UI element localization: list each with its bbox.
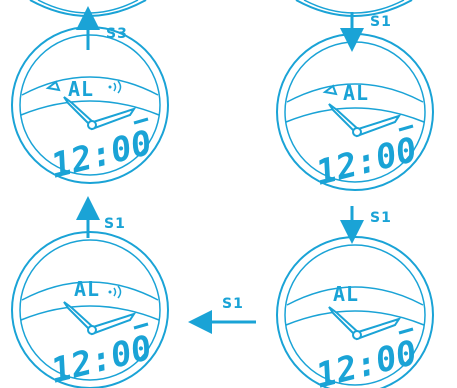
lcd-time: 12:00 — [47, 123, 156, 187]
watch-dial-top-right-partial — [295, 0, 413, 17]
watch-dial-middle-right: AL 12:00 — [276, 33, 434, 194]
arrow-up-s1-middle: S1 — [76, 196, 126, 238]
bell-icon — [45, 80, 61, 92]
step-label: S3 — [106, 26, 128, 42]
bell-icon — [322, 84, 338, 96]
lcd-text: AL — [343, 81, 369, 105]
step-label: S1 — [222, 296, 244, 312]
lcd-time: 12:00 — [312, 333, 421, 388]
sound-waves-icon — [108, 80, 122, 94]
sound-waves-icon — [108, 285, 122, 299]
lcd-text: AL — [74, 277, 100, 301]
arrow-left-s1-bottom: S1 — [188, 296, 256, 334]
seconds-dash — [133, 322, 149, 330]
arrow-up-s3: S3 — [76, 6, 128, 50]
lcd-time: 12:00 — [47, 328, 156, 388]
seconds-dash — [133, 117, 149, 125]
arrow-down-s1-middle: S1 — [340, 206, 392, 244]
lcd-text: AL — [333, 282, 359, 306]
seconds-dash — [398, 124, 414, 132]
step-label: S1 — [104, 216, 126, 232]
arrow-down-s1-top: S1 — [340, 12, 392, 52]
watch-dial-middle-left: AL 12:00 — [11, 26, 169, 187]
watch-dial-bottom-left: AL 12:00 — [11, 231, 169, 388]
watch-dial-top-left-partial — [29, 0, 147, 17]
step-label: S1 — [370, 210, 392, 226]
step-label: S1 — [370, 14, 392, 30]
watch-dial-bottom-right: AL 12:00 — [276, 236, 434, 388]
seconds-dash — [398, 327, 414, 335]
lcd-time: 12:00 — [312, 130, 421, 194]
lcd-text: AL — [68, 77, 94, 101]
